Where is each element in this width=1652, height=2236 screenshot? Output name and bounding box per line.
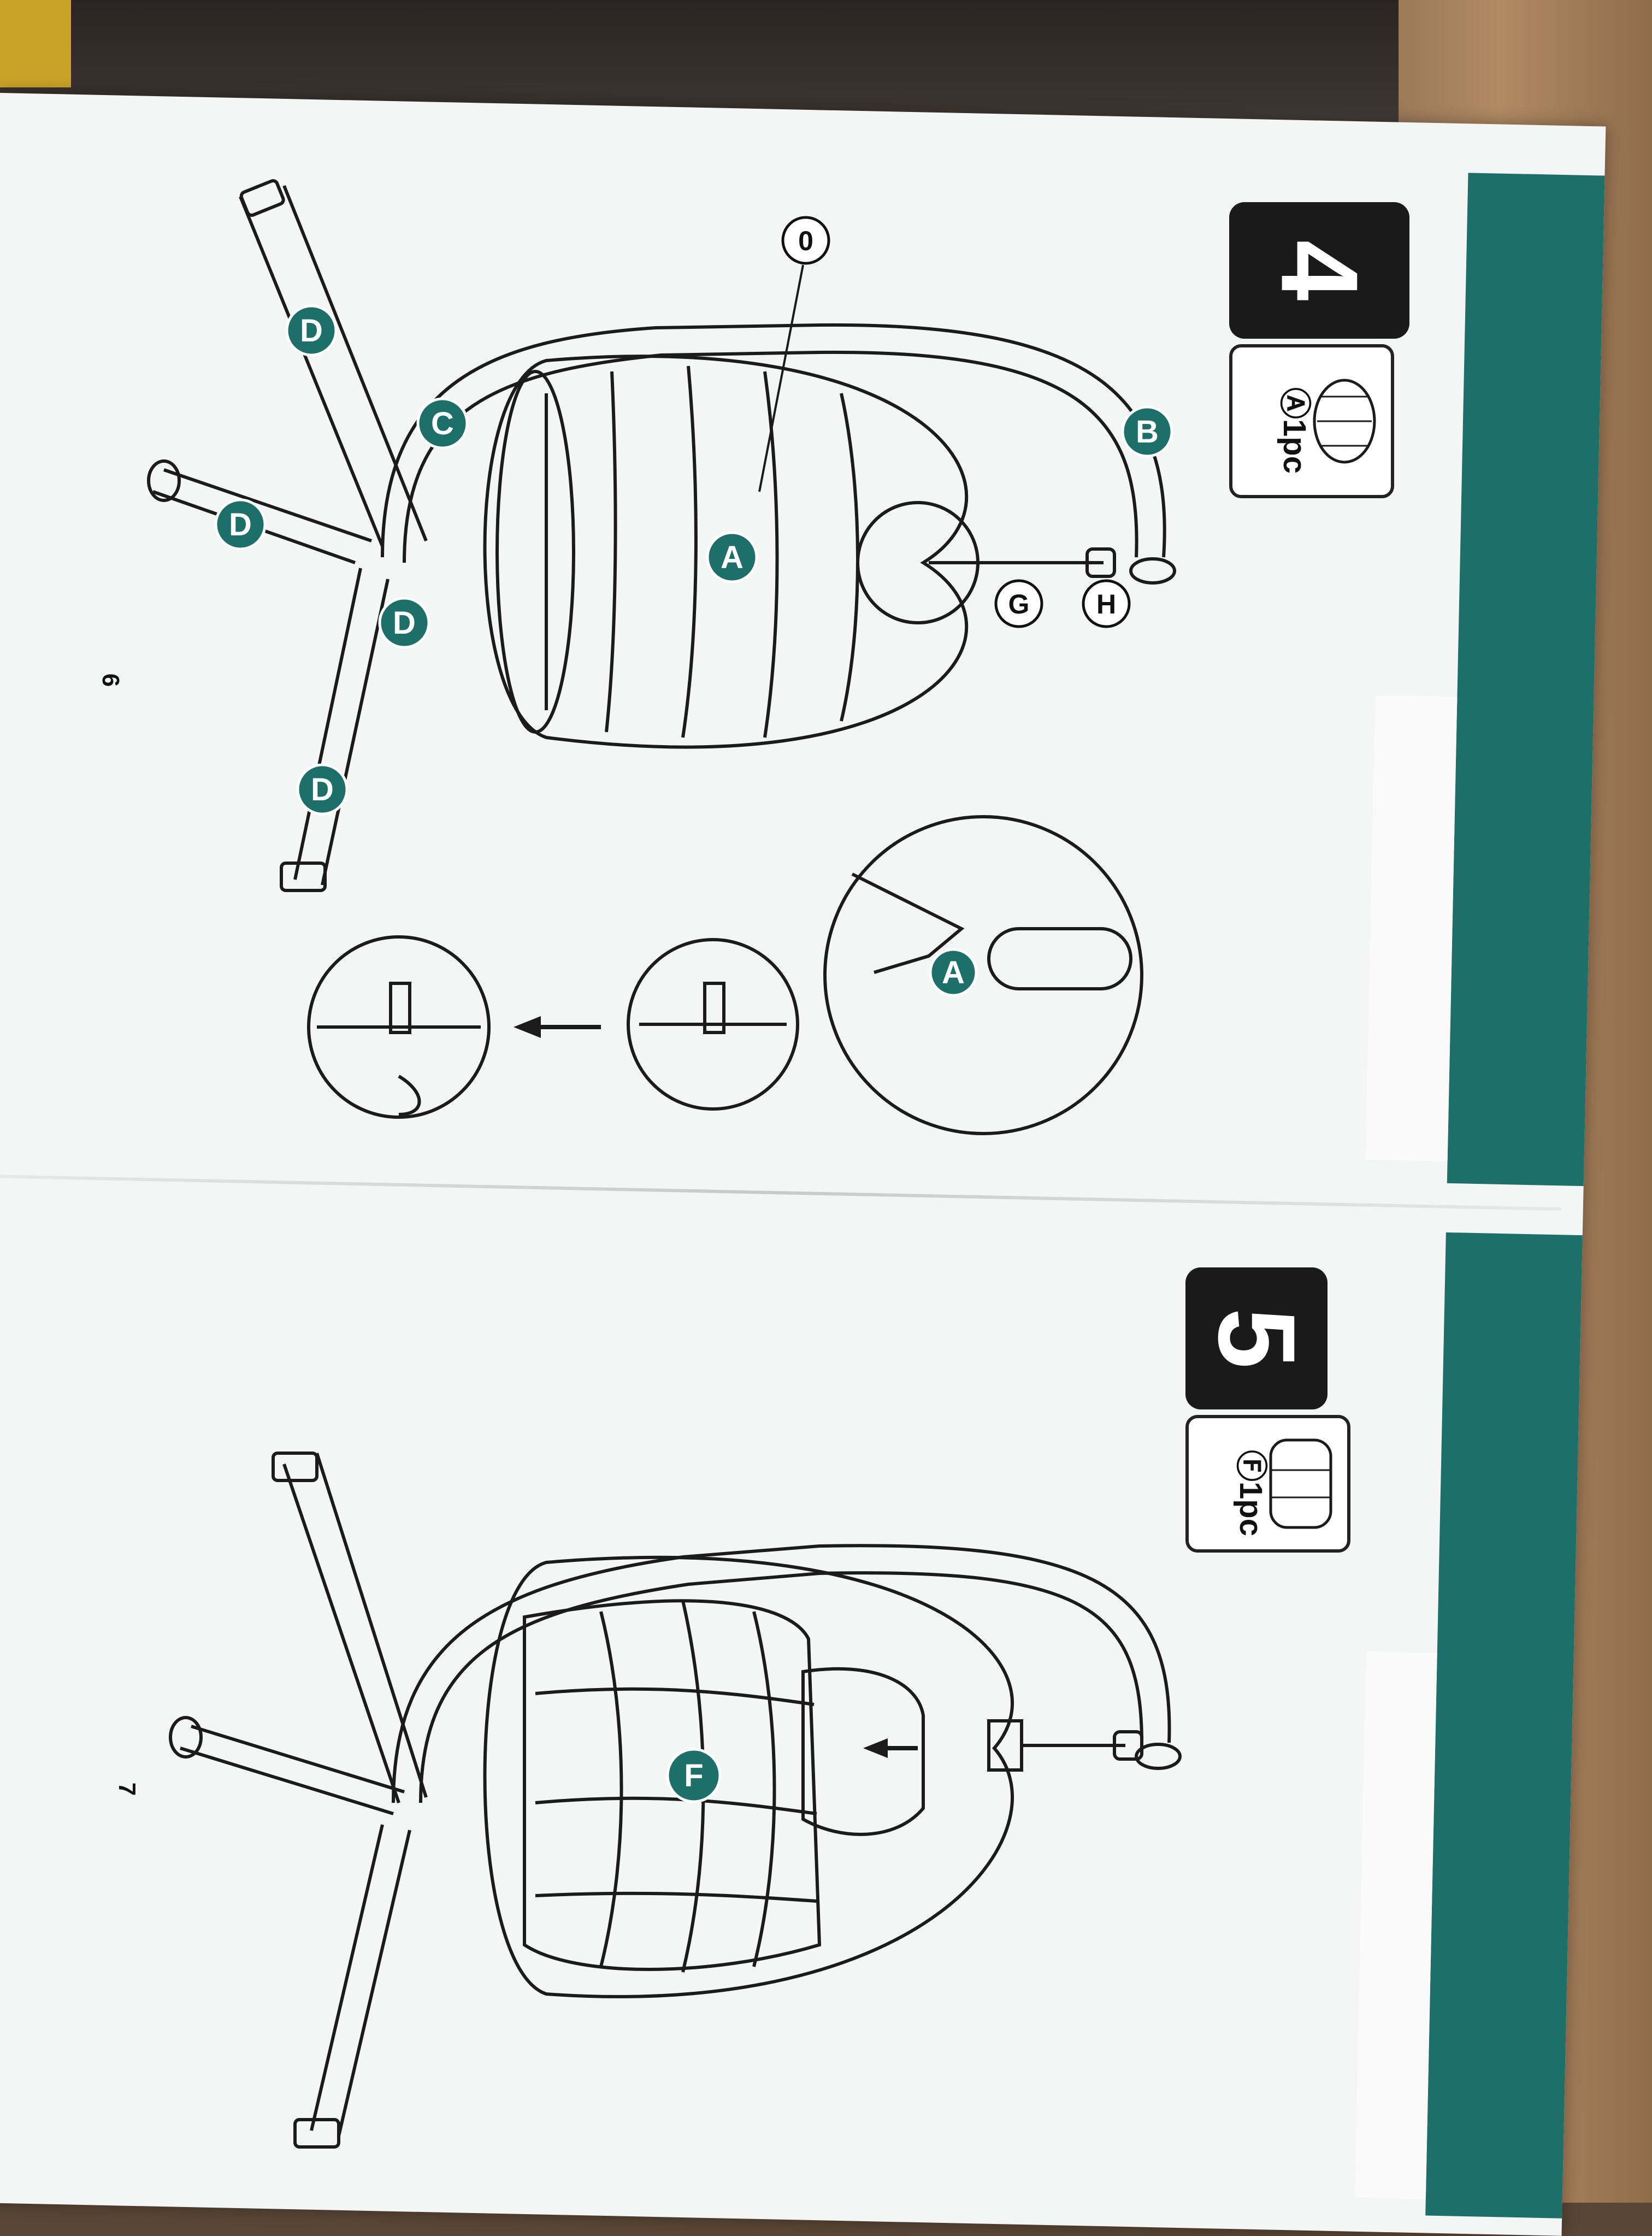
detail-hook-magnified: A [823,815,1143,1135]
arc-end-cap [1135,1743,1182,1770]
step-5-part-count: Ⓕ1pc [1185,1415,1350,1553]
basket-rim [495,370,575,734]
spring-icon [1085,547,1116,578]
basket-thumbnail-icon [1313,379,1376,464]
leg-cap-icon [239,179,285,217]
callout-C: C [416,397,469,450]
seat-cushion [523,1599,822,1971]
callout-A: A [706,531,758,583]
svg-text:D: D [229,507,252,542]
detail-strap-before [627,938,799,1111]
leg-cap-icon [293,2118,340,2149]
direction-arrow [514,1016,601,1038]
detail-strap-after [307,935,491,1119]
base-leg-bottom [310,1824,384,2131]
svg-text:G: G [1008,589,1030,620]
leg-cap-icon [280,862,327,892]
callout-D-2: D [214,498,267,551]
callout-G: G [994,579,1043,628]
leg-cap-icon [147,459,181,502]
leg-cap-icon [272,1452,318,1482]
leg-cap-icon [169,1716,203,1759]
back-pillow [801,1667,925,1836]
yellow-object [0,0,71,87]
callout-D-1: D [285,304,338,357]
callout-D-4: D [296,763,349,816]
spring-icon [1113,1730,1143,1761]
callout-O: 0 [758,216,830,492]
svg-text:D: D [393,605,416,641]
base-leg-top [282,1464,400,1803]
base-leg-bottom [293,568,362,880]
svg-text:D: D [311,772,334,807]
svg-text:A: A [721,540,744,575]
step-4-part-count: Ⓐ1pc [1229,344,1394,498]
svg-text:A: A [942,955,965,990]
base-leg-top [239,196,384,547]
svg-text:H: H [1096,589,1116,620]
svg-text:B: B [1136,414,1159,450]
step-5-badge: 5 [1185,1267,1328,1409]
step-4-badge: 4 [1229,202,1409,339]
egg-basket [483,355,969,749]
base-leg-mid [180,1747,394,1815]
svg-text:F: F [684,1758,703,1793]
callout-H: H [1082,579,1131,628]
arc-end-cap [1129,557,1176,585]
callout-B: B [1121,405,1173,458]
svg-text:D: D [300,313,323,349]
callout-D-3: D [378,597,430,649]
callout-F: F [666,1748,722,1803]
svg-text:0: 0 [798,226,813,256]
svg-text:C: C [431,406,454,441]
egg-basket [483,1555,1014,1998]
cushion-thumbnail-icon [1269,1438,1332,1529]
stand-arc [392,1544,1171,1803]
